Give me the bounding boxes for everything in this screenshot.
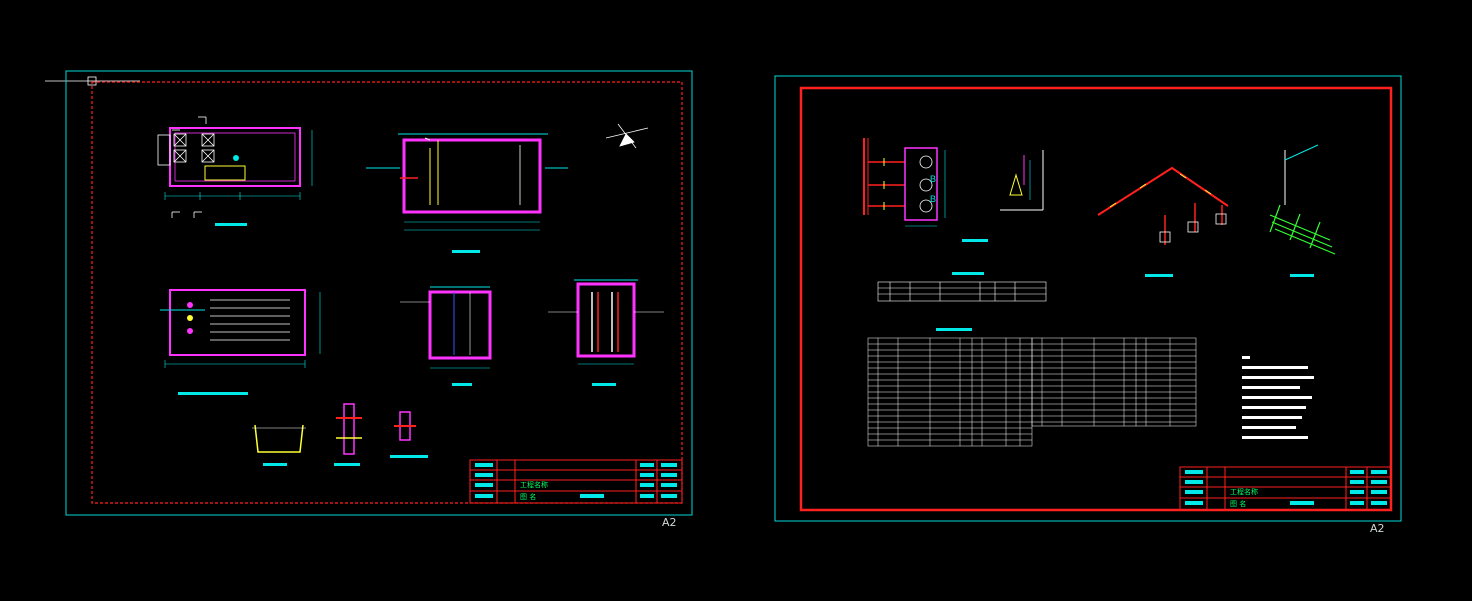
pump-label-bottom: B bbox=[930, 194, 937, 204]
sheet-1-project-label: 工程名称 bbox=[520, 481, 548, 489]
plan-view-1 bbox=[157, 116, 313, 226]
isometric-system-2 bbox=[1269, 144, 1336, 277]
sheet-2 bbox=[774, 75, 1402, 522]
section-view-1-1 bbox=[366, 133, 568, 253]
pump-label-top: B bbox=[930, 174, 937, 184]
crosshair-cursor-icon bbox=[45, 76, 140, 86]
sheet-2-size-label: A2 bbox=[1370, 522, 1385, 535]
sheet-1-size-label: A2 bbox=[662, 516, 677, 529]
sheet-1-outer-frame bbox=[65, 70, 693, 516]
sheet-2-drawing-label: 图 名 bbox=[1230, 500, 1247, 508]
isometric-system-1 bbox=[1097, 166, 1229, 277]
sheet-1-title-block bbox=[469, 459, 683, 504]
sheet-2-title-block bbox=[1179, 466, 1392, 511]
sheet-1-inner-frame bbox=[91, 81, 683, 504]
detail-views bbox=[252, 403, 428, 466]
sheet-1 bbox=[45, 70, 693, 516]
general-notes bbox=[1242, 356, 1314, 439]
sheet-2-outer-frame bbox=[774, 75, 1402, 522]
sheet-2-inner-frame bbox=[799, 86, 1393, 512]
sheet-2-project-label: 工程名称 bbox=[1230, 488, 1258, 496]
sheet-1-drawing-label: 图 名 bbox=[520, 493, 537, 501]
pump-detail bbox=[863, 138, 988, 242]
north-arrow-icon bbox=[605, 123, 649, 149]
section-view-3-3 bbox=[548, 279, 664, 386]
fixture-detail bbox=[1000, 150, 1044, 211]
plan-view-2 bbox=[160, 289, 321, 395]
small-equipment-table bbox=[877, 281, 1047, 302]
section-view-2-2 bbox=[400, 286, 492, 386]
materials-table bbox=[867, 337, 1197, 447]
